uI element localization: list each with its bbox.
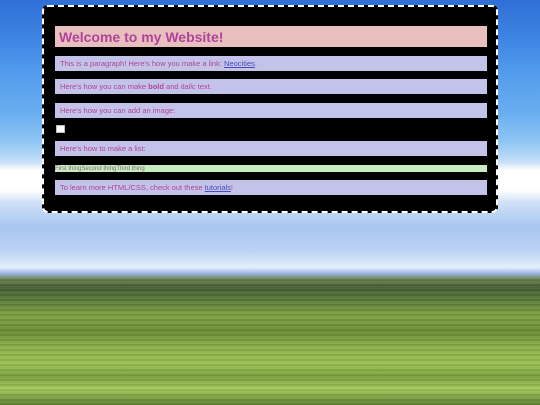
list-item: Second thing [81, 165, 117, 172]
tutorials-link[interactable]: tutorials [204, 183, 231, 192]
paragraph-link-end: . [254, 59, 257, 68]
paragraph-tutorials-text: To learn more HTML/CSS, check out these [60, 183, 205, 192]
paragraph-link-text: This is a paragraph! Here's how you make… [60, 59, 225, 68]
paragraph-image: Here's how you can add an image: [55, 103, 487, 118]
paragraph-image-text: Here's how you can add an image: [60, 106, 176, 115]
page-title: Welcome to my Website! [55, 26, 487, 47]
paragraph-tutorials: To learn more HTML/CSS, check out these … [55, 180, 487, 195]
bold-text: bold [148, 82, 164, 91]
broken-image-icon [56, 125, 65, 133]
paragraph-tutorials-end: ! [230, 183, 234, 192]
paragraph-link: This is a paragraph! Here's how you make… [55, 56, 487, 71]
formatting-text-before: Here's how you can make [60, 82, 149, 91]
list-item: First thing [55, 165, 82, 172]
paragraph-list-text: Here's how to make a list: [60, 144, 146, 153]
paragraph-list: Here's how to make a list: [55, 141, 487, 156]
italic-text: italic [180, 82, 196, 91]
formatting-text-after: text. [195, 82, 212, 91]
wallpaper-grass [0, 278, 540, 405]
list-item: Third thing [116, 165, 145, 172]
page-container: Welcome to my Website! This is a paragra… [42, 5, 498, 213]
neocities-link[interactable]: Neocities [224, 59, 255, 68]
formatting-text-mid: and [163, 82, 181, 91]
page-title-text: Welcome to my Website! [59, 28, 224, 45]
paragraph-formatting: Here's how you can make bold and italic … [55, 79, 487, 94]
